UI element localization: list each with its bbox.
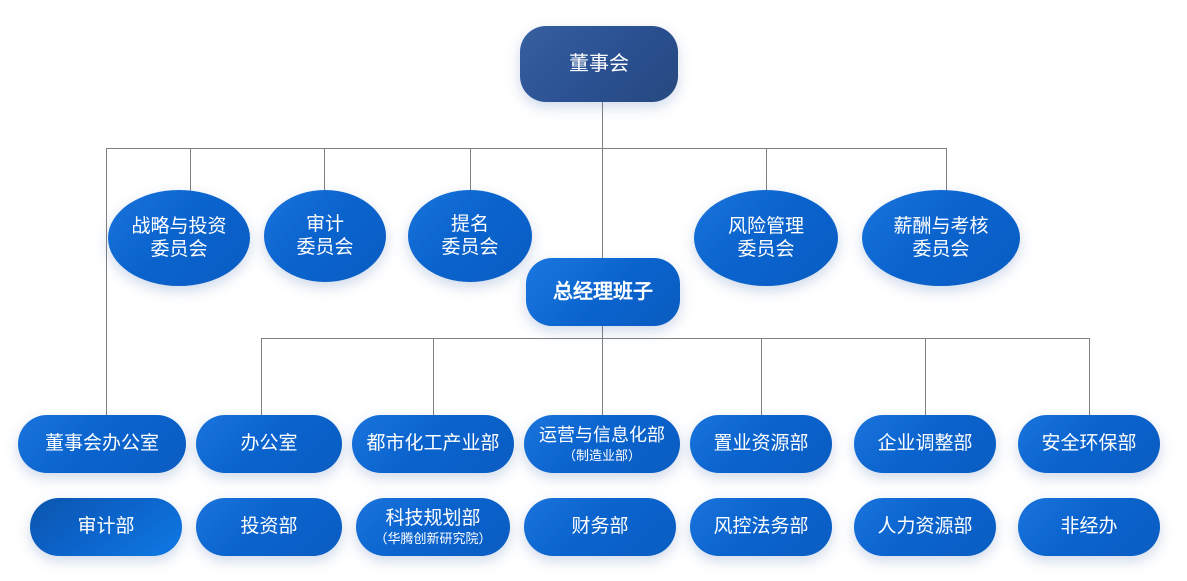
- connector-drop-committee-4: [766, 148, 767, 191]
- node-committee-audit[interactable]: 审计 委员会: [264, 190, 386, 282]
- node-label-line1: 审计: [305, 213, 344, 235]
- connector-drop-committee-2: [324, 148, 325, 191]
- node-dept-board-office[interactable]: 董事会办公室: [18, 415, 186, 473]
- node-dept-non-operating-office[interactable]: 非经办: [1018, 498, 1160, 556]
- node-label: 科技规划部 （华腾创新研究院）: [356, 507, 510, 547]
- node-label-line1: 提名: [450, 213, 489, 235]
- node-label: 投资部: [240, 516, 298, 538]
- node-label-line2: 委员会: [296, 237, 354, 258]
- node-label: 战略与投资 委员会: [108, 215, 250, 261]
- node-committee-risk-management[interactable]: 风险管理 委员会: [694, 190, 838, 286]
- node-label: 审计 委员会: [264, 213, 386, 259]
- node-label-sub: （制造业部）: [562, 447, 641, 463]
- node-dept-urban-chemical-industry[interactable]: 都市化工产业部: [352, 415, 514, 473]
- node-dept-investment[interactable]: 投资部: [196, 498, 342, 556]
- node-label-sub: （华腾创新研究院）: [374, 531, 492, 547]
- node-dept-enterprise-restructuring[interactable]: 企业调整部: [854, 415, 996, 473]
- node-label-line2: 委员会: [150, 239, 208, 260]
- node-label: 总经理班子: [553, 280, 653, 303]
- node-label: 安全环保部: [1041, 433, 1137, 455]
- connector-drop-dept-4: [761, 338, 762, 415]
- node-dept-audit[interactable]: 审计部: [30, 498, 182, 556]
- node-label: 风控法务部: [713, 516, 809, 538]
- node-label: 非经办: [1060, 516, 1118, 538]
- connector-drop-board-office: [106, 148, 107, 416]
- connector-drop-dept-5: [925, 338, 926, 415]
- node-label-main: 运营与信息化部: [539, 424, 665, 445]
- node-dept-human-resources[interactable]: 人力资源部: [854, 498, 996, 556]
- connector-drop-committee-5: [946, 148, 947, 191]
- node-dept-finance[interactable]: 财务部: [524, 498, 676, 556]
- node-committee-nomination[interactable]: 提名 委员会: [408, 190, 532, 282]
- node-label-line2: 委员会: [912, 239, 970, 260]
- node-board-of-directors[interactable]: 董事会: [520, 26, 678, 102]
- node-label-line1: 战略与投资: [131, 215, 227, 237]
- node-label-line1: 风险管理: [727, 215, 804, 237]
- node-label: 都市化工产业部: [366, 433, 500, 455]
- node-dept-office[interactable]: 办公室: [196, 415, 342, 473]
- node-label: 运营与信息化部 （制造业部）: [524, 425, 680, 464]
- connector-drop-gm: [602, 148, 603, 258]
- connector-drop-dept-1: [261, 338, 262, 415]
- node-dept-risk-control-legal[interactable]: 风控法务部: [690, 498, 832, 556]
- node-label: 人力资源部: [877, 516, 973, 538]
- node-label-line2: 委员会: [737, 239, 795, 260]
- node-label: 审计部: [77, 516, 135, 538]
- node-dept-property-resources[interactable]: 置业资源部: [690, 415, 832, 473]
- connector-department-bus: [261, 338, 1090, 339]
- node-label: 风险管理 委员会: [694, 215, 838, 261]
- node-committee-strategy-investment[interactable]: 战略与投资 委员会: [108, 190, 250, 286]
- connector-drop-dept-6: [1089, 338, 1090, 415]
- node-label: 企业调整部: [877, 433, 973, 455]
- connector-drop-dept-2: [433, 338, 434, 415]
- connector-drop-committee-1: [190, 148, 191, 191]
- node-label: 提名 委员会: [408, 213, 532, 259]
- connector-board-stem: [602, 101, 603, 148]
- node-label: 财务部: [571, 516, 629, 538]
- connector-drop-dept-3: [602, 338, 603, 415]
- node-committee-compensation-appraisal[interactable]: 薪酬与考核 委员会: [862, 190, 1020, 286]
- node-label: 置业资源部: [713, 433, 809, 455]
- node-label-line2: 委员会: [441, 237, 499, 258]
- node-general-manager-team[interactable]: 总经理班子: [526, 258, 680, 326]
- node-label: 办公室: [240, 433, 298, 455]
- node-dept-technology-planning[interactable]: 科技规划部 （华腾创新研究院）: [356, 498, 510, 556]
- node-dept-operations-informatization[interactable]: 运营与信息化部 （制造业部）: [524, 415, 680, 473]
- node-dept-safety-environment[interactable]: 安全环保部: [1018, 415, 1160, 473]
- connector-gm-stem: [602, 325, 603, 338]
- node-label: 薪酬与考核 委员会: [862, 215, 1020, 261]
- node-label: 董事会办公室: [44, 433, 159, 455]
- connector-committee-bus: [106, 148, 947, 149]
- node-label-main: 科技规划部: [385, 507, 481, 529]
- node-label-line1: 薪酬与考核: [893, 215, 989, 237]
- connector-drop-committee-3: [470, 148, 471, 191]
- node-label: 董事会: [569, 52, 629, 75]
